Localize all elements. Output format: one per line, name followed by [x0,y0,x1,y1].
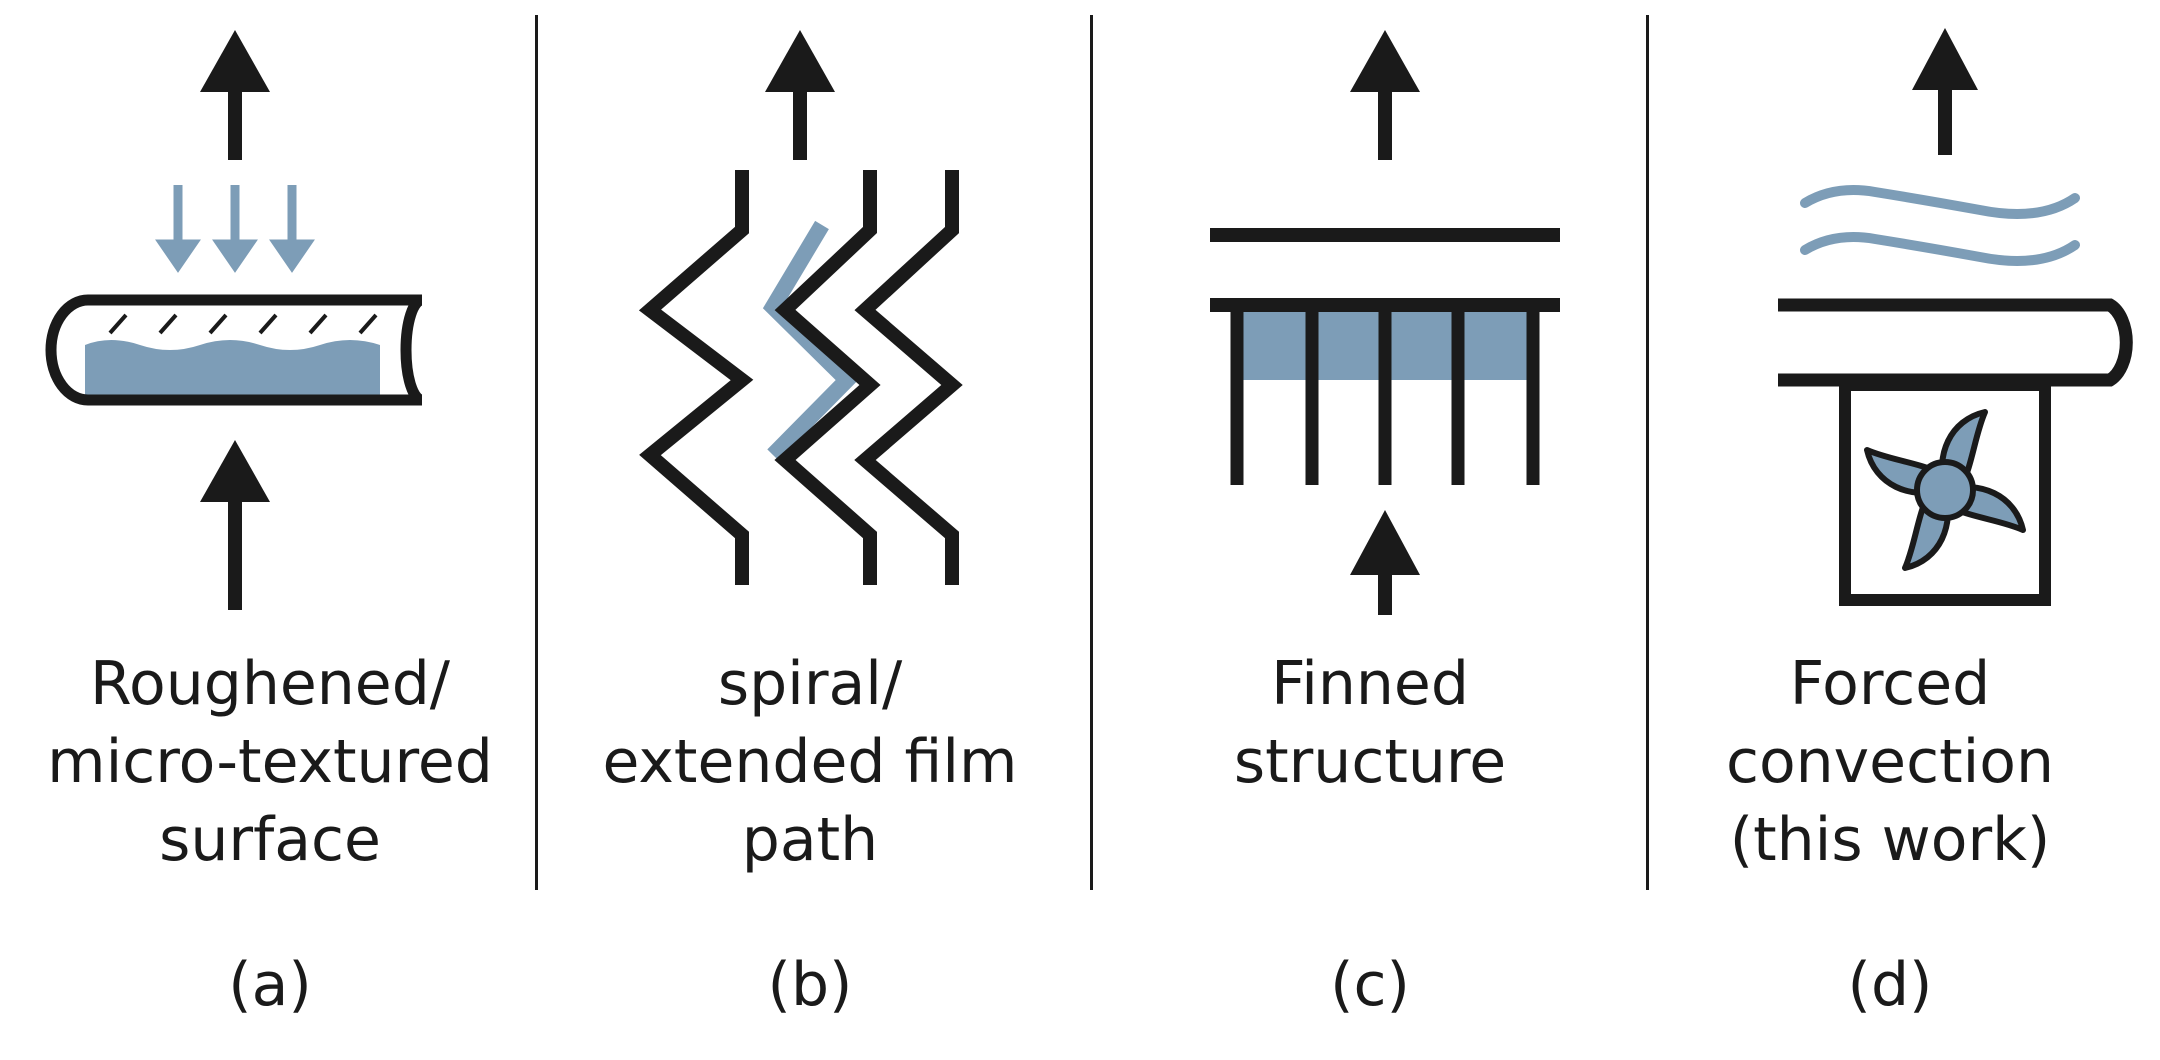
incoming-arrow-icon [1350,510,1420,615]
roughened-surface-illustration [45,30,423,610]
caption-line: structure [1233,727,1507,797]
panel-a: Roughened/ micro-textured surface (a) [0,0,540,1060]
panel-b-letter: (b) [767,950,853,1020]
panel-c-caption: Finned structure [1100,645,1640,801]
panel-d-caption: Forced convection (this work) [1620,645,2160,879]
caption-line: spiral/ [717,649,903,719]
panel-c: Finned structure (c) [1100,0,1640,1060]
fan-box-icon [1839,379,2051,606]
panel-a-letter: (a) [228,950,312,1020]
caption-line: Forced [1789,649,1991,719]
caption-line: (this work) [1729,805,2051,875]
caption-line: convection [1725,727,2055,797]
panel-divider [535,15,538,890]
incoming-drip-arrows-icon [155,185,315,273]
panel-a-caption: Roughened/ micro-textured surface [0,645,540,879]
finned-structure-illustration [1210,30,1560,615]
panel-c-letter: (c) [1330,950,1410,1020]
caption-line: path [741,805,879,875]
incoming-arrow-icon [200,440,270,610]
panel-divider [1090,15,1093,890]
caption-line: Finned [1271,649,1469,719]
outgoing-arrow-icon [1350,30,1420,160]
fan-icon [1864,409,2026,571]
fin-array-icon [1210,298,1560,485]
textured-pipe-icon [45,294,423,406]
forced-convection-illustration [1778,28,2133,606]
zigzag-plates-icon [638,170,963,585]
spiral-film-path-illustration [638,30,963,585]
panel-d: Forced convection (this work) (d) [1620,0,2160,1060]
caption-line: surface [159,805,381,875]
caption-line: micro-textured [47,727,493,797]
tube-icon [1778,298,2133,387]
panel-b: spiral/ extended film path (b) [540,0,1080,1060]
outgoing-arrow-icon [1912,28,1978,155]
panel-b-caption: spiral/ extended film path [540,645,1080,879]
panel-d-letter: (d) [1847,950,1933,1020]
caption-line: Roughened/ [90,649,450,719]
panel-divider [1646,15,1649,890]
outgoing-arrow-icon [200,30,270,160]
airflow-waves-icon [1800,185,2080,266]
caption-line: extended film [602,727,1018,797]
outgoing-arrow-icon [765,30,835,160]
